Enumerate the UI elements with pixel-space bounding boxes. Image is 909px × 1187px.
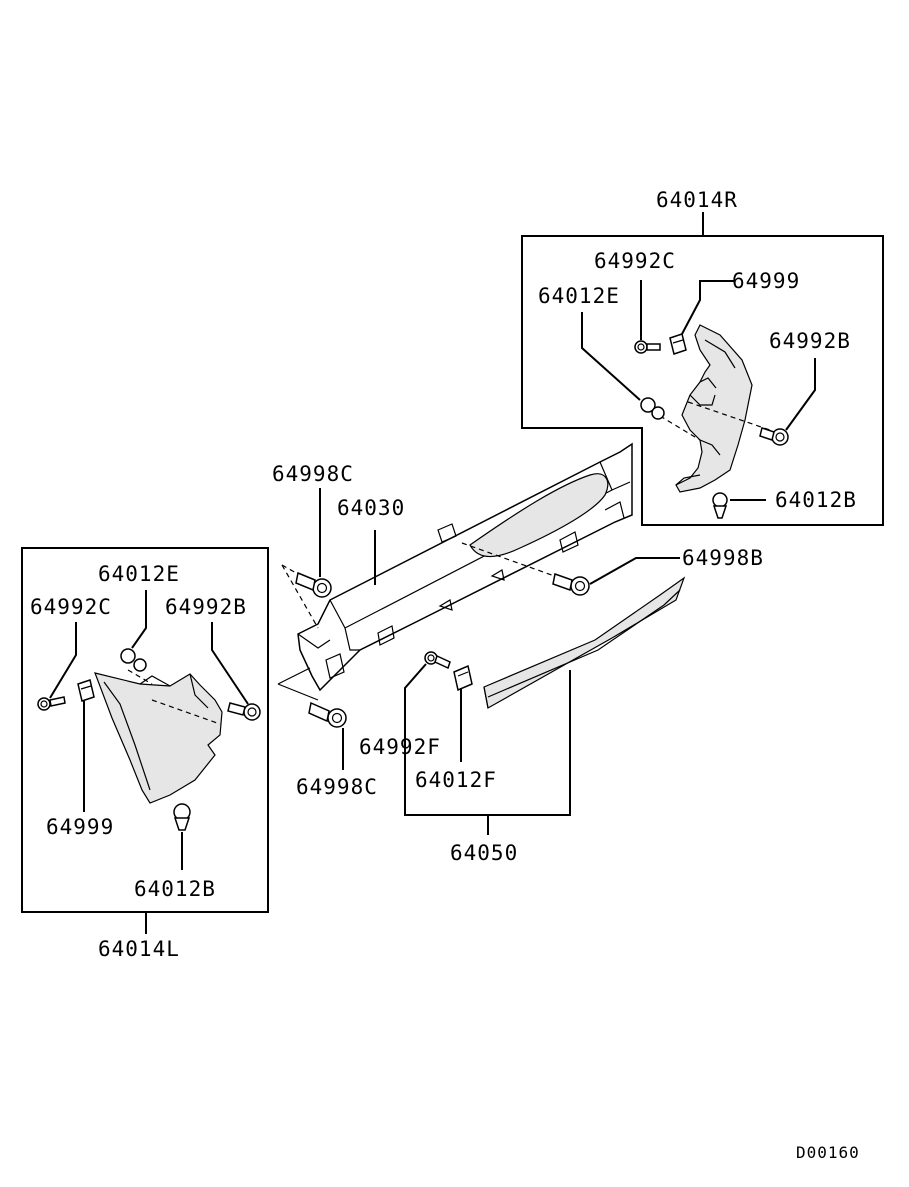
group-box-64014r (521, 235, 884, 526)
clip-64999-left (77, 679, 95, 702)
label-64992b-left: 64992B (165, 595, 247, 619)
screw-64992c-left (37, 696, 66, 711)
label-64012f: 64012F (415, 768, 497, 792)
label-64014l: 64014L (98, 937, 180, 961)
screw-64992b-left (227, 702, 261, 721)
clip-64012e-right (640, 397, 665, 420)
label-64030: 64030 (337, 496, 405, 520)
side-step-moulding-64050 (483, 576, 686, 709)
label-64012b-left: 64012B (134, 877, 216, 901)
label-64012e-left: 64012E (98, 562, 180, 586)
clip-64012e-left (120, 648, 147, 672)
bolt-64998b (552, 573, 590, 596)
label-64999-right: 64999 (732, 269, 800, 293)
label-64992b-right: 64992B (769, 329, 851, 353)
label-64992f: 64992F (359, 735, 441, 759)
label-64992c-left: 64992C (30, 595, 112, 619)
screw-64992f (424, 651, 451, 670)
label-64998c-top: 64998C (272, 462, 354, 486)
label-64014r: 64014R (656, 188, 738, 212)
clip-64999-right (669, 333, 687, 355)
front-mud-guard-left (94, 669, 223, 804)
rear-mud-guard-right (659, 324, 771, 493)
label-64012e-right: 64012E (538, 284, 620, 308)
bolt-64998c-top (295, 571, 332, 598)
clip-64012f (453, 664, 473, 692)
label-64998c-bottom: 64998C (296, 775, 378, 799)
group-64014l: 64014L (21, 547, 269, 961)
label-64012b-right: 64012B (775, 488, 857, 512)
label-64992c-right: 64992C (594, 249, 676, 273)
side-sill-bracket-64030 (277, 442, 633, 701)
label-64999-left: 64999 (46, 815, 114, 839)
clip-64012b-left (173, 803, 191, 831)
screw-64992b-right (759, 427, 789, 446)
clip-64012b-right (712, 492, 728, 519)
diagram-code: D00160 (796, 1143, 860, 1162)
bolt-64998c-bottom (308, 701, 347, 728)
label-64050: 64050 (450, 841, 518, 865)
screw-64992c-right (634, 340, 661, 354)
label-64998b: 64998B (682, 546, 764, 570)
group-64014r: 64014R (521, 188, 884, 526)
